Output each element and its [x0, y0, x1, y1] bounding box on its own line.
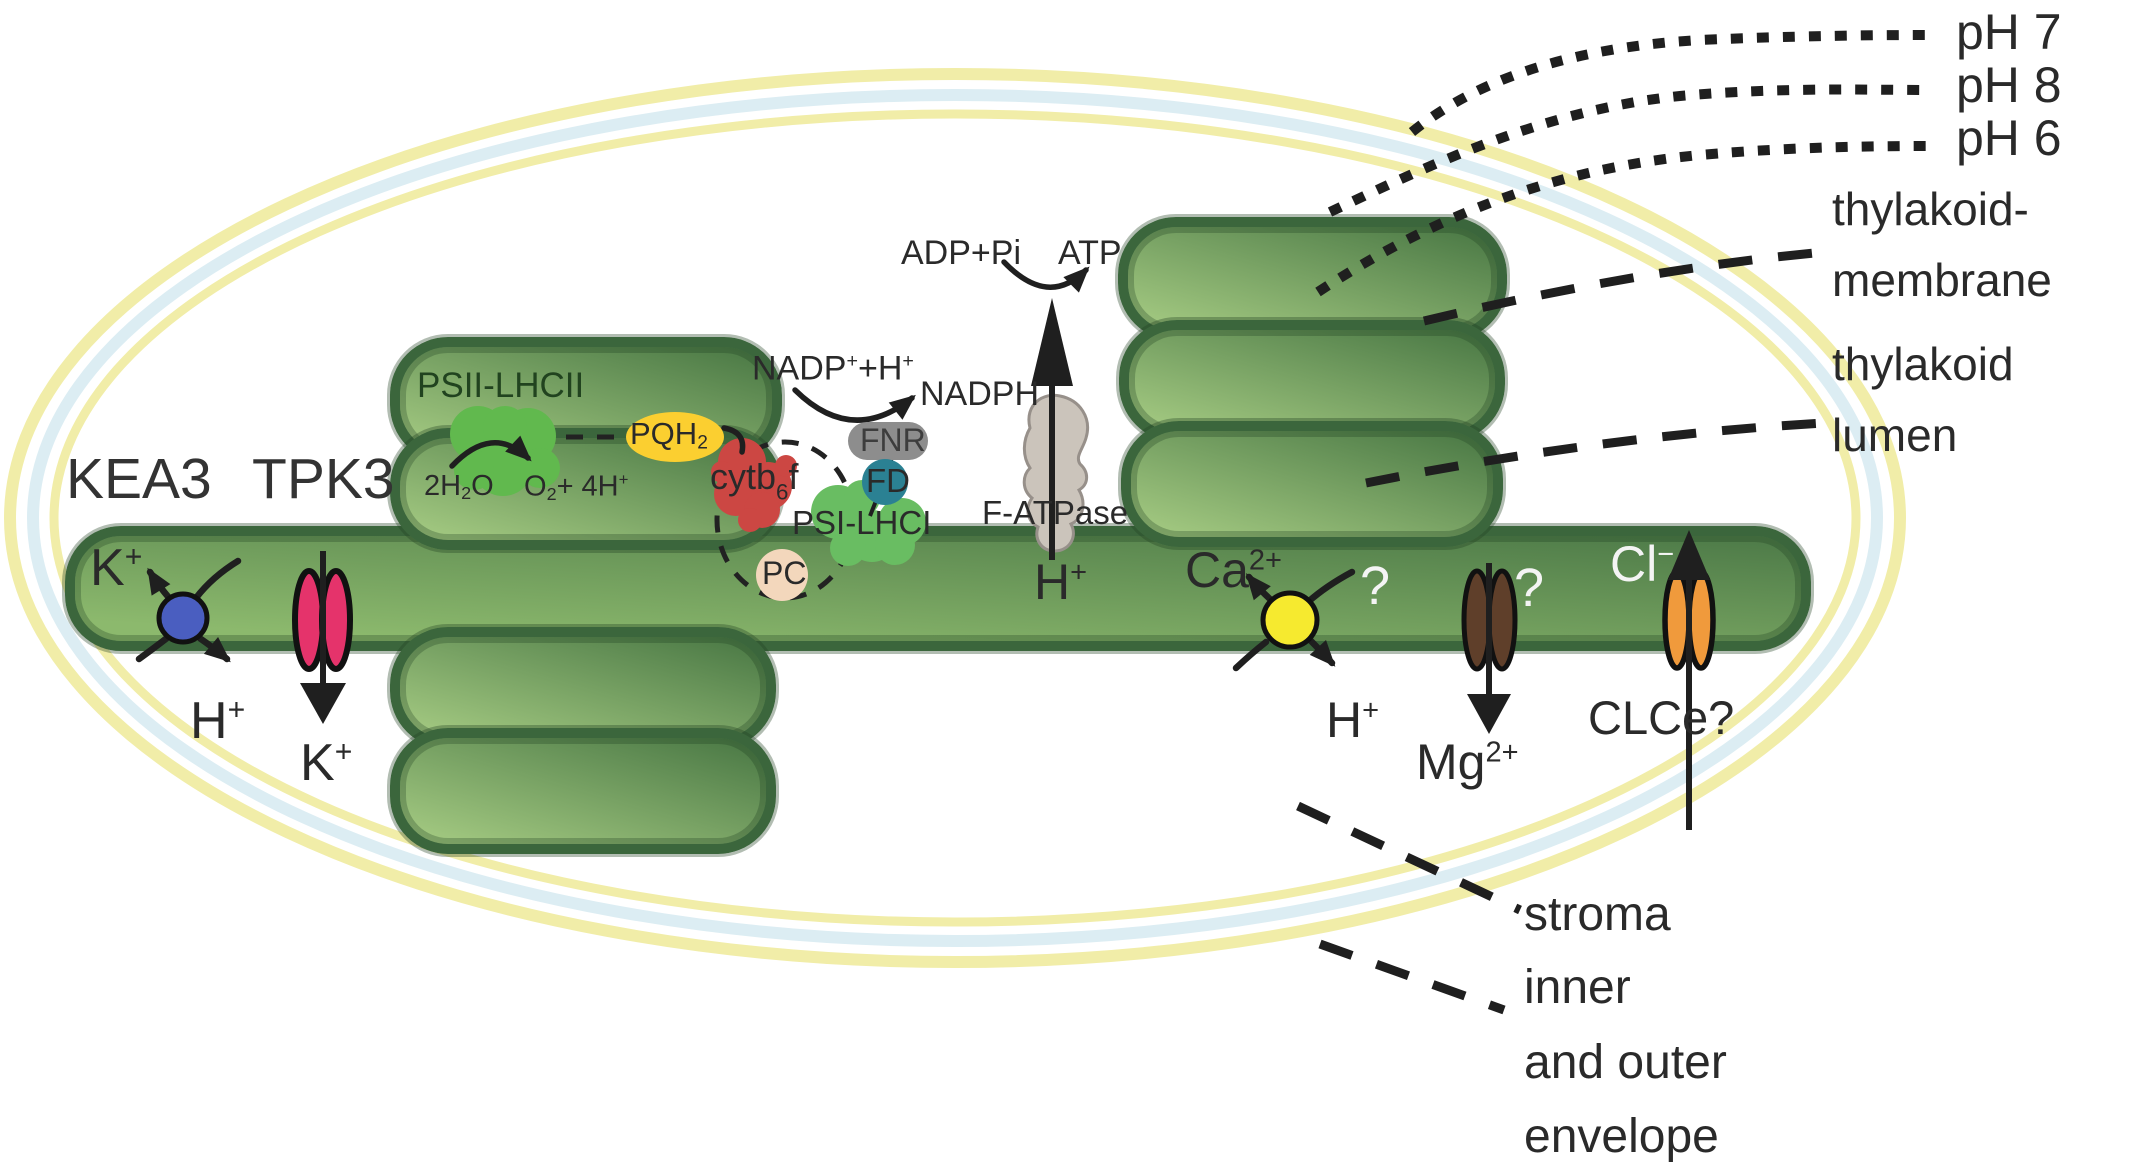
- k-lumen-label: K+: [90, 539, 143, 597]
- f-atpase-label: F-ATPase: [982, 494, 1129, 531]
- stroma-pointer-line: [1296, 801, 1522, 915]
- thylakoid-lumen-label-line1: thylakoid: [1832, 338, 2014, 390]
- psii-lhcii-label: PSII-LHCII: [417, 366, 585, 405]
- ph8-pointer-line: [1327, 84, 1929, 217]
- chloride-label: Cl−: [1610, 536, 1675, 592]
- question-mark-mg: ?: [1514, 558, 1545, 618]
- magnesium-channel: [1461, 563, 1518, 734]
- ph6-pointer-line: [1315, 141, 1929, 297]
- oxygen-label: O2+ 4H+: [524, 470, 629, 504]
- calcium-transporter: [1232, 568, 1356, 672]
- adp-pi-label: ADP+Pi: [901, 234, 1021, 272]
- stroma-label: stroma: [1524, 888, 1671, 941]
- adp-to-atp-arrow: [1001, 259, 1090, 293]
- ph8-label: pH 8: [1956, 57, 2062, 113]
- question-mark-ca: ?: [1360, 556, 1391, 616]
- proton-arrow-head: [1031, 298, 1073, 386]
- kea3-label: KEA3: [66, 447, 212, 511]
- k-stroma-label: K+: [300, 734, 353, 792]
- pc-carrier: [756, 549, 808, 601]
- tpk3-channel: [292, 551, 353, 724]
- f-atpase-blob: [1022, 393, 1089, 553]
- cytb6f-complex-blob: [711, 438, 797, 532]
- thylakoid-membrane-label-line2: membrane: [1832, 254, 2052, 306]
- h-ca-label: H+: [1326, 692, 1380, 748]
- grana-disc-left-4: [390, 728, 776, 854]
- cytb6f-label: cytb6f: [710, 456, 799, 505]
- nadph-label: NADPH: [920, 375, 1040, 413]
- atp-label: ATP: [1058, 234, 1122, 272]
- pqh2-carrier: [626, 412, 724, 462]
- envelope-label-line2: and outer: [1524, 1036, 1727, 1089]
- magnesium-label: Mg2+: [1416, 734, 1519, 790]
- envelope-label-line1: inner: [1524, 961, 1631, 1014]
- psi-lhci-label: PSI-LHCI: [792, 504, 932, 541]
- calcium-label: Ca2+: [1185, 542, 1282, 598]
- thylakoid-lumen-label-line2: lumen: [1832, 409, 1958, 461]
- thylakoid-lumen-pointer-line: [1365, 418, 1827, 488]
- clce-label: CLCe?: [1588, 691, 1735, 744]
- envelope-pointer-line: [1318, 939, 1506, 1015]
- ph7-pointer-line: [1408, 30, 1929, 136]
- fnr-label: FNR: [860, 422, 926, 458]
- fnr-enzyme: [848, 422, 928, 460]
- tpk3-label: TPK3: [252, 447, 395, 511]
- psi-complex-blob: [811, 480, 926, 566]
- thylakoid-membrane-pointer-line: [1422, 247, 1827, 326]
- thylakoid-membrane-bar: [65, 526, 1811, 651]
- middle-envelope-ring: [27, 89, 1883, 947]
- kea3-transporter: [135, 557, 242, 663]
- ph6-label: pH 6: [1956, 110, 2062, 166]
- envelope-label-line3: envelope: [1524, 1110, 1719, 1163]
- grana-disc-right-3: [1121, 421, 1503, 547]
- thylakoid-membrane-label-line1: thylakoid-: [1832, 183, 2029, 235]
- inner-envelope-ring: [49, 109, 1861, 927]
- chloride-channel: [1662, 530, 1716, 830]
- pq-to-cytb6f-link: [721, 425, 746, 455]
- fd-carrier: [862, 459, 908, 505]
- ph7-label: pH 7: [1956, 4, 2062, 60]
- water-label: 2H2O: [424, 470, 494, 504]
- fd-label: FD: [866, 462, 910, 499]
- pqh2-label: PQH2: [630, 416, 708, 454]
- outer-envelope-ring: [4, 68, 1906, 968]
- nadp-label: NADP++H+: [752, 349, 914, 388]
- pc-label: PC: [762, 555, 807, 591]
- h-stroma-left-label: H+: [190, 692, 246, 750]
- nadp-to-nadph-arrow: [792, 387, 916, 423]
- water-to-oxygen-arrow: [449, 435, 532, 469]
- h-atpase-label: H+: [1034, 554, 1088, 610]
